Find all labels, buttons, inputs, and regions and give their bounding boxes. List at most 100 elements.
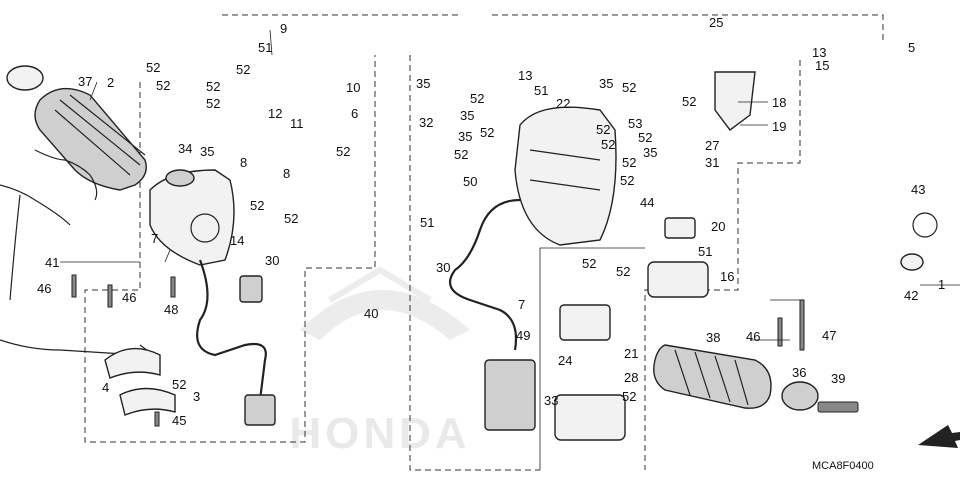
right-grip-part xyxy=(653,344,772,409)
front-arrow xyxy=(918,425,960,448)
callout-52: 52 xyxy=(622,389,636,404)
upper-right-box xyxy=(492,14,884,40)
callout-52: 52 xyxy=(172,377,186,392)
callout-35: 35 xyxy=(200,144,214,159)
left-connector-b xyxy=(244,394,276,426)
callout-38: 38 xyxy=(706,330,720,345)
callout-20: 20 xyxy=(711,219,725,234)
callout-35: 35 xyxy=(458,129,472,144)
callout-52: 52 xyxy=(480,125,494,140)
right-vertical-box xyxy=(644,60,801,470)
callout-52: 52 xyxy=(470,91,484,106)
callout-9: 9 xyxy=(280,21,287,36)
left-small-wire xyxy=(34,149,98,201)
callout-53: 53 xyxy=(628,116,642,131)
center-group-box xyxy=(409,55,540,471)
callout-52: 52 xyxy=(206,79,220,94)
diagram-code: MCA8F0400 xyxy=(812,460,874,472)
callout-37: 37 xyxy=(78,74,92,89)
callout-49: 49 xyxy=(516,328,530,343)
center-connector-block xyxy=(484,359,536,431)
switch-box-lower xyxy=(554,394,626,441)
callout-28: 28 xyxy=(624,370,638,385)
callout-13: 13 xyxy=(812,45,826,60)
left-group-box xyxy=(84,55,376,443)
callout-36: 36 xyxy=(792,365,806,380)
callout-25: 25 xyxy=(709,15,723,30)
callout-1: 1 xyxy=(938,277,945,292)
callout-15: 15 xyxy=(815,58,829,73)
callout-46: 46 xyxy=(37,281,51,296)
bracket-18-19 xyxy=(714,71,756,131)
callout-52: 52 xyxy=(582,256,596,271)
callout-11: 11 xyxy=(290,116,304,131)
callout-46: 46 xyxy=(122,290,136,305)
bar-end-bolt xyxy=(817,401,859,413)
switch-box-divider xyxy=(539,247,645,470)
switch-cover xyxy=(559,304,611,341)
callout-19: 19 xyxy=(772,119,786,134)
callout-51: 51 xyxy=(258,40,272,55)
callout-33: 33 xyxy=(544,393,558,408)
callout-13: 13 xyxy=(518,68,532,83)
clip-43 xyxy=(912,212,938,238)
callout-30: 30 xyxy=(265,253,279,268)
callout-51: 51 xyxy=(698,244,712,259)
callout-52: 52 xyxy=(206,96,220,111)
callout-35: 35 xyxy=(643,145,657,160)
callout-50: 50 xyxy=(463,174,477,189)
callout-52: 52 xyxy=(638,130,652,145)
callout-45: 45 xyxy=(172,413,186,428)
center-harness-wire xyxy=(448,198,521,351)
callout-40: 40 xyxy=(364,306,378,321)
callout-8: 8 xyxy=(283,166,290,181)
callout-52: 52 xyxy=(454,147,468,162)
callout-52: 52 xyxy=(156,78,170,93)
clamp-4 xyxy=(104,347,161,379)
callout-14: 14 xyxy=(230,233,244,248)
callout-41: 41 xyxy=(45,255,59,270)
callout-52: 52 xyxy=(146,60,160,75)
callout-18: 18 xyxy=(772,95,786,110)
callout-52: 52 xyxy=(601,137,615,152)
callout-16: 16 xyxy=(720,269,734,284)
callout-52: 52 xyxy=(336,144,350,159)
callout-47: 47 xyxy=(822,328,836,343)
callout-52: 52 xyxy=(236,62,250,77)
left-switch-housing xyxy=(149,169,235,266)
callout-34: 34 xyxy=(178,141,192,156)
callout-22: 22 xyxy=(556,96,570,111)
callout-30: 30 xyxy=(436,260,450,275)
callout-2: 2 xyxy=(107,75,114,90)
switch-bracket-20 xyxy=(664,217,696,239)
callout-52: 52 xyxy=(620,173,634,188)
honda-watermark: HONDA xyxy=(289,266,470,458)
callout-31: 31 xyxy=(705,155,719,170)
callout-8: 8 xyxy=(240,155,247,170)
leader-lines xyxy=(60,29,960,341)
callout-52: 52 xyxy=(622,80,636,95)
callout-43: 43 xyxy=(911,182,925,197)
watermark-text: HONDA xyxy=(289,409,470,458)
callout-52: 52 xyxy=(596,122,610,137)
callout-32: 32 xyxy=(419,115,433,130)
callout-21: 21 xyxy=(624,346,638,361)
callout-52: 52 xyxy=(616,264,630,279)
callout-52: 52 xyxy=(250,198,264,213)
callouts: 37 2 52 52 52 52 52 34 35 8 8 12 11 52 1… xyxy=(37,15,945,428)
callout-35: 35 xyxy=(599,76,613,91)
callout-52: 52 xyxy=(682,94,696,109)
callout-52: 52 xyxy=(284,211,298,226)
right-switch-housing xyxy=(514,106,617,246)
left-bolts xyxy=(71,274,805,427)
callout-6: 6 xyxy=(351,106,358,121)
left-harness-wire xyxy=(196,259,267,401)
left-grip-part xyxy=(6,65,147,191)
callout-46: 46 xyxy=(746,329,760,344)
switch-knob-16 xyxy=(647,261,709,298)
callout-51: 51 xyxy=(534,83,548,98)
grommet-42 xyxy=(900,253,924,271)
callout-35: 35 xyxy=(416,76,430,91)
callout-35: 35 xyxy=(460,108,474,123)
